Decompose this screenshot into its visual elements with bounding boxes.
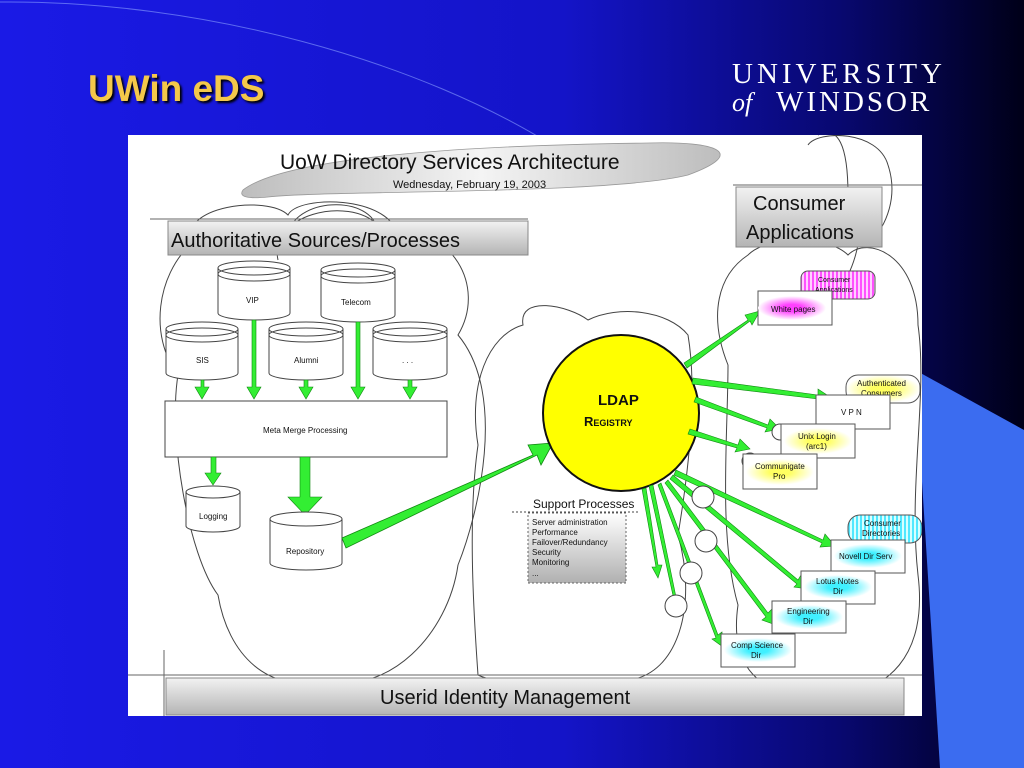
ldap-label: LDAP bbox=[598, 392, 639, 409]
vpn-box bbox=[815, 394, 891, 430]
alumni-label: Alumni bbox=[294, 356, 319, 365]
lotus-notes-line2: Dir bbox=[833, 587, 844, 596]
vip-label: VIP bbox=[246, 296, 259, 305]
ldap-registry-circle bbox=[542, 334, 700, 492]
unix-login-line2: (arc1) bbox=[806, 442, 827, 451]
support-item: Server administration bbox=[532, 518, 608, 527]
telecom-cylinder bbox=[320, 262, 396, 323]
engineering-line2: Dir bbox=[803, 617, 814, 626]
support-processes-title: Support Processes bbox=[533, 497, 634, 511]
sis-cylinder bbox=[165, 321, 239, 381]
engineering-glow bbox=[775, 605, 843, 629]
vpn-label: V P N bbox=[841, 408, 862, 417]
architecture-diagram: UoW Directory Services Architecture Wedn… bbox=[128, 135, 922, 716]
lotus-notes-line1: Lotus Notes bbox=[816, 577, 859, 586]
support-item: Failover/Redundancy bbox=[532, 538, 608, 547]
authoritative-header-bar bbox=[167, 220, 529, 256]
logo-line-university: University bbox=[732, 58, 946, 90]
consumer-header-line1: Consumer bbox=[753, 193, 846, 215]
more-sources-label: . . . bbox=[402, 356, 413, 365]
sis-label: SIS bbox=[196, 356, 209, 365]
authoritative-header: Authoritative Sources/Processes bbox=[171, 230, 460, 252]
source-arrows bbox=[194, 319, 418, 400]
support-item: Security bbox=[532, 548, 561, 557]
logging-cylinder bbox=[185, 485, 241, 533]
title-swoosh bbox=[241, 142, 721, 199]
white-pages-glow bbox=[758, 296, 826, 320]
consumer-directories-line1: Consumer bbox=[864, 519, 901, 528]
connector-circles bbox=[664, 394, 833, 618]
comp-science-glow bbox=[724, 638, 792, 662]
diagram-title: UoW Directory Services Architecture bbox=[280, 151, 620, 174]
consumer-directories-line2: Directories bbox=[862, 529, 900, 538]
support-item: ... bbox=[532, 569, 539, 578]
alumni-cylinder bbox=[268, 321, 344, 381]
ldap-output-arrows bbox=[641, 310, 836, 648]
novell-label: Novell Dir Serv bbox=[839, 552, 892, 561]
unix-login-glow bbox=[784, 428, 852, 454]
logo-of: of bbox=[732, 88, 753, 117]
support-processes-box bbox=[527, 512, 627, 584]
more-sources-cylinder bbox=[372, 321, 448, 381]
arrow-repository-to-ldap bbox=[341, 442, 554, 549]
slide-title: UWin eDS bbox=[88, 68, 265, 109]
authenticated-consumers-line1: Authenticated bbox=[857, 379, 906, 388]
consumer-header-line2: Applications bbox=[746, 222, 854, 244]
comp-science-line1: Comp Science bbox=[731, 641, 784, 650]
unix-login-line1: Unix Login bbox=[798, 432, 836, 441]
arrow-to-logging bbox=[204, 456, 222, 486]
logging-label: Logging bbox=[199, 512, 227, 521]
engineering-line1: Engineering bbox=[787, 607, 830, 616]
support-item: Monitoring bbox=[532, 558, 569, 567]
repository-label: Repository bbox=[286, 547, 324, 556]
novell-glow bbox=[834, 544, 902, 568]
logo-line-windsor: Windsor bbox=[776, 86, 933, 118]
communigate-line2: Pro bbox=[773, 472, 786, 481]
vip-cylinder bbox=[217, 260, 291, 321]
support-item: Performance bbox=[532, 528, 578, 537]
consumer-applications-tag-line1: Consumer bbox=[818, 277, 851, 284]
diagram-date: Wednesday, February 19, 2003 bbox=[393, 179, 546, 191]
telecom-label: Telecom bbox=[341, 298, 371, 307]
repository-cylinder bbox=[269, 511, 343, 571]
registry-label: Registry bbox=[584, 414, 633, 429]
userid-identity-bar bbox=[165, 677, 905, 716]
meta-merge-label: Meta Merge Processing bbox=[263, 426, 347, 435]
consumer-applications-tag-line2: Applications bbox=[815, 287, 853, 294]
lotus-notes-glow bbox=[804, 575, 872, 599]
arrow-to-repository bbox=[287, 456, 323, 516]
communigate-line1: Communigate bbox=[755, 462, 805, 471]
consumer-header-bar bbox=[735, 186, 883, 248]
communigate-glow bbox=[746, 459, 814, 485]
authenticated-consumers-line2: Consumers bbox=[861, 389, 902, 398]
userid-identity-label: Userid Identity Management bbox=[380, 687, 631, 709]
comp-science-line2: Dir bbox=[751, 651, 762, 660]
white-pages-label: White pages bbox=[771, 305, 815, 314]
